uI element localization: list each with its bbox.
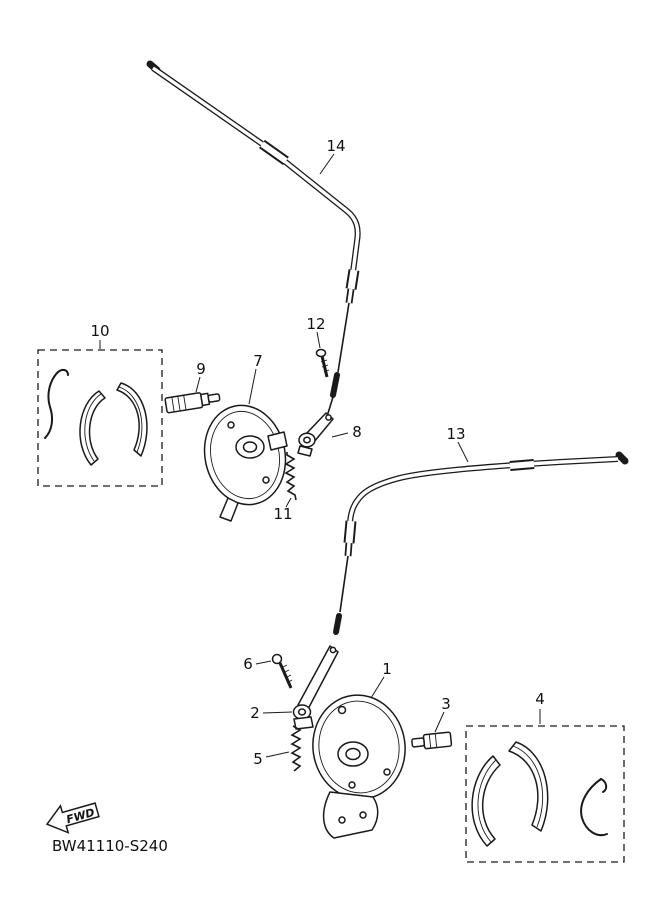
svg-text:9: 9 (196, 360, 206, 378)
svg-text:11: 11 (273, 505, 292, 523)
callout-14: 14 (319, 137, 346, 175)
bolt-6 (271, 653, 293, 689)
svg-text:3: 3 (441, 695, 451, 713)
brake-shoe-kit-4 (465, 725, 625, 863)
callout-12: 12 (306, 315, 326, 349)
svg-text:7: 7 (253, 352, 263, 370)
brake-cam-lever-8 (297, 412, 334, 457)
screw-12 (315, 348, 330, 378)
svg-text:13: 13 (446, 425, 465, 443)
svg-text:4: 4 (535, 690, 545, 708)
callout-7: 7 (248, 352, 263, 405)
rear-brake-cable-13 (333, 451, 629, 635)
callout-8: 8 (331, 423, 362, 441)
brake-shoe (79, 390, 106, 466)
cable-adjuster-9 (164, 392, 221, 414)
backing-plate-1 (312, 694, 406, 839)
svg-text:12: 12 (306, 315, 325, 333)
cable-adjuster-3 (411, 731, 453, 750)
brake-shoe (508, 741, 549, 832)
svg-text:8: 8 (352, 423, 362, 441)
shoe-spring-wire (57, 368, 69, 376)
kit-4-box (465, 725, 625, 863)
callout-6: 6 (243, 655, 272, 673)
brake-shoe (116, 382, 148, 457)
return-spring-11 (284, 452, 297, 501)
brake-shoe (471, 755, 501, 847)
callout-1: 1 (370, 660, 392, 699)
callouts: 14 12 10 9 7 8 11 13 (90, 137, 544, 768)
backing-plate-7 (203, 404, 288, 522)
callout-2: 2 (250, 704, 293, 722)
svg-text:2: 2 (250, 704, 260, 722)
callout-4: 4 (535, 690, 545, 724)
svg-text:10: 10 (90, 322, 109, 340)
svg-text:14: 14 (326, 137, 345, 155)
svg-text:1: 1 (382, 660, 392, 678)
svg-text:5: 5 (253, 750, 263, 768)
callout-9: 9 (195, 360, 206, 393)
return-spring-5 (290, 725, 302, 772)
brake-cam-lever-2 (292, 645, 339, 730)
brake-shoe-kit-10 (37, 349, 163, 487)
front-brake-cable-14 (146, 60, 361, 424)
fwd-arrow-shape (45, 802, 100, 834)
callout-11: 11 (273, 497, 293, 523)
callout-10: 10 (90, 322, 110, 349)
kit-10-box (37, 349, 163, 487)
part-code: BW41110-S240 (52, 837, 168, 855)
callout-13: 13 (446, 425, 469, 463)
shoe-spring-wire (600, 778, 608, 793)
callout-5: 5 (253, 750, 290, 768)
callout-3: 3 (434, 695, 451, 733)
svg-text:6: 6 (243, 655, 253, 673)
